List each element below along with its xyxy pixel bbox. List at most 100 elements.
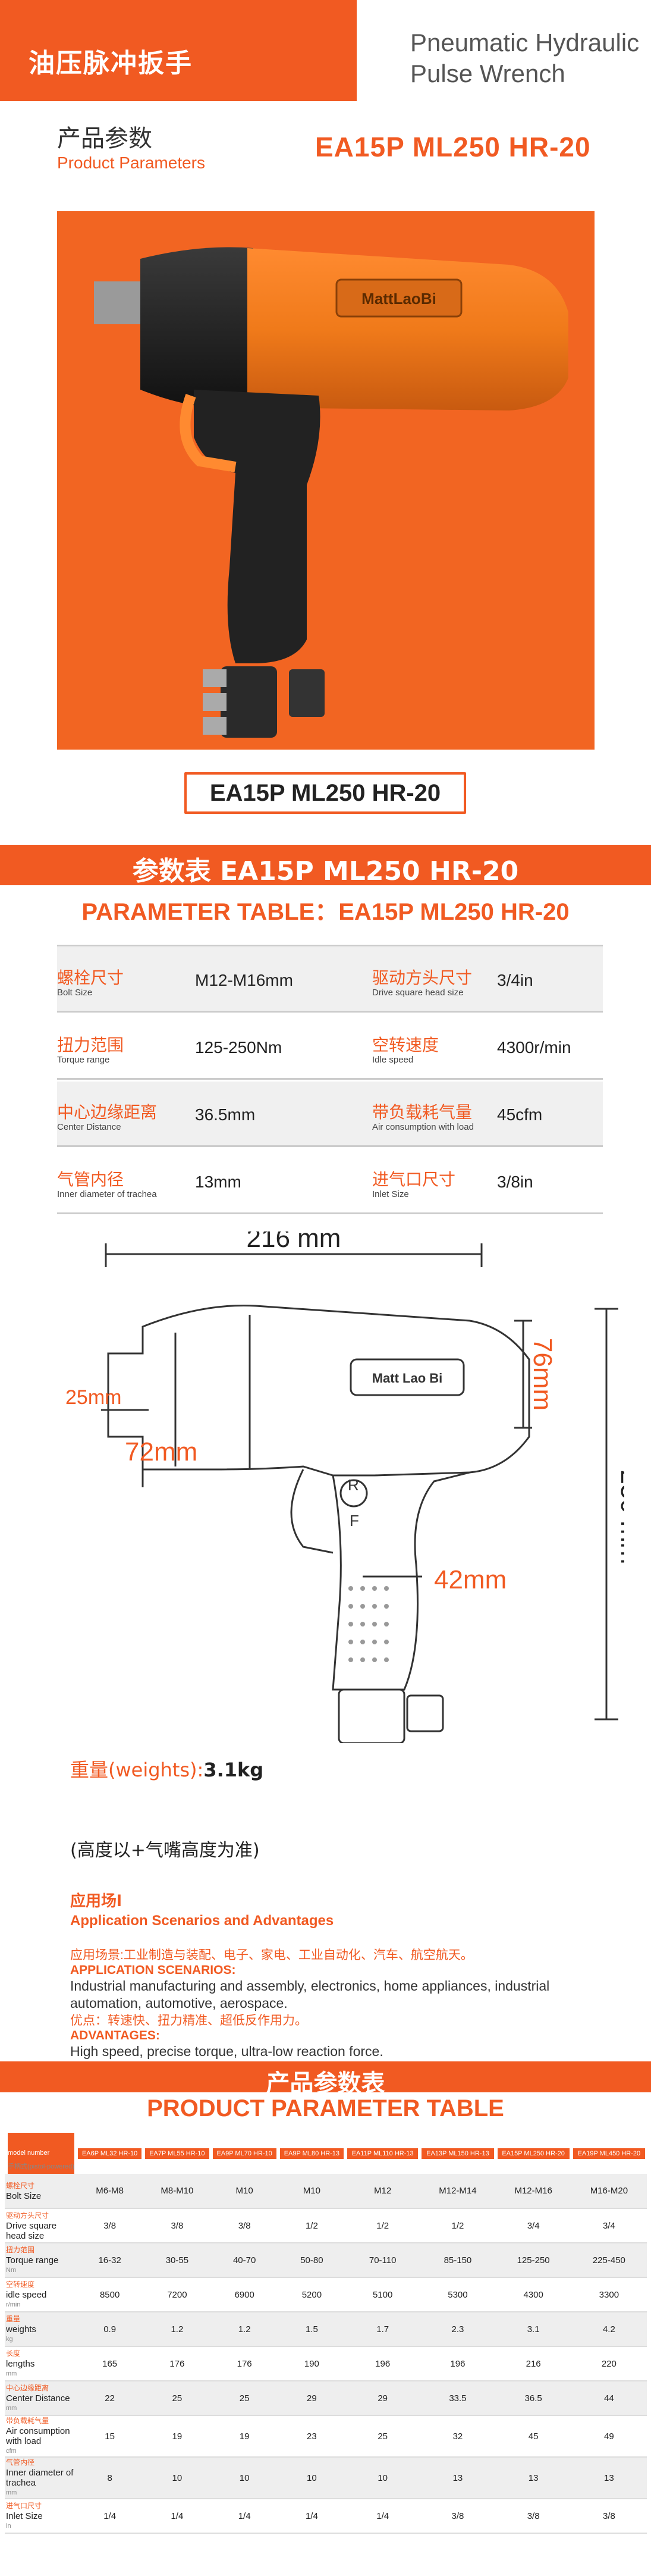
- model-header-cell: EA9P ML80 HR-13: [278, 2133, 345, 2174]
- table-cell: 50-80: [278, 2243, 345, 2278]
- table-cell: 125-250: [495, 2243, 571, 2278]
- dimension-drawing-svg: 216 mm 230 mm 76mm 25mm 72mm 42mm R F Ma…: [65, 1224, 644, 1744]
- table-cell: 3/8: [571, 2499, 647, 2534]
- table-cell: 10: [345, 2457, 420, 2499]
- drawing-brand-plate: [350, 1358, 465, 1396]
- table-cell: 5100: [345, 2277, 420, 2312]
- model-name: EA11P ML110 HR-13: [347, 2148, 419, 2159]
- table-cell: 16-32: [76, 2243, 144, 2278]
- row-label-cn: 气管内径: [6, 2458, 35, 2467]
- table-cell: 1/2: [278, 2208, 345, 2243]
- model-header-cell: EA15P ML250 HR-20: [496, 2133, 571, 2174]
- row-label-cn: 中心边缘距离: [6, 2383, 49, 2392]
- grip-texture: [348, 1586, 389, 1662]
- table-cell: 10: [143, 2457, 211, 2499]
- brand-plate: [335, 278, 463, 318]
- weight-line: 重量(weights):3.1kg: [70, 1755, 263, 1782]
- regulator-knob: [289, 669, 325, 717]
- param-table-band: 参数表 EA15P ML250 HR-20: [0, 845, 651, 886]
- param-table-top-rule: [57, 945, 603, 947]
- model-name: EA15P ML250 HR-20: [497, 2148, 570, 2159]
- scenarios-cn: 应用场景:工业制造与装配、电子、家电、工业自动化、汽车、航空航天。: [70, 1948, 473, 1962]
- row-label-cn: 空转速度: [6, 2280, 35, 2289]
- table-cell: 85-150: [420, 2243, 496, 2278]
- table-cell: 3.1: [495, 2312, 571, 2347]
- param-label-cn: 螺栓尺寸: [57, 968, 124, 988]
- drawing-grip: [332, 1471, 470, 1691]
- table-cell: 1/2: [420, 2208, 496, 2243]
- table-cell: 3/8: [143, 2208, 211, 2243]
- table-cell: 30-55: [143, 2243, 211, 2278]
- drawing-air-inlet: [338, 1688, 405, 1744]
- table-cell: 29: [345, 2381, 420, 2416]
- table-cell: 165: [76, 2346, 144, 2381]
- row-label-en: Air consumption with load: [6, 2426, 70, 2446]
- row-label-unit: Nm: [6, 2266, 17, 2274]
- param-value: 3/8in: [497, 1173, 533, 1191]
- model-header-cell: EA9P ML70 HR-10: [211, 2133, 278, 2174]
- brand-plate-text: MattLaoBi: [361, 290, 436, 308]
- header-title-en: Pneumatic Hydraulic Pulse Wrench: [410, 27, 639, 89]
- row-label-cn: 长度: [6, 2349, 21, 2358]
- table-cell: 4300: [495, 2277, 571, 2312]
- table-cell: 1.7: [345, 2312, 420, 2347]
- table-cell: 25: [345, 2415, 420, 2458]
- table-cell: 6900: [210, 2277, 278, 2312]
- table-cell: 40-70: [210, 2243, 278, 2278]
- table-cell: 22: [76, 2381, 144, 2416]
- table-cell: 13: [495, 2457, 571, 2499]
- table-cell: 220: [571, 2346, 647, 2381]
- table-cell: 1/4: [76, 2499, 144, 2534]
- table-cell: M16-M20: [571, 2174, 647, 2209]
- table-cell: 1.2: [210, 2312, 278, 2347]
- row-label-en: Drive square head size: [6, 2220, 57, 2241]
- model-label-sub: 手柄式(pistol-powered): [8, 2160, 74, 2174]
- photo-caption-box: EA15P ML250 HR-20: [184, 772, 466, 814]
- row-label-cn: 扭力范围: [6, 2245, 35, 2254]
- model-header-cell: EA11P ML110 HR-13: [345, 2133, 420, 2174]
- table-cell: 5200: [278, 2277, 345, 2312]
- param-value: 125-250Nm: [195, 1038, 282, 1057]
- hammer-housing-shape: [140, 247, 253, 409]
- table-cell: 15: [76, 2415, 144, 2458]
- drawing-trigger-guard: [290, 1469, 334, 1554]
- table-cell: M10: [210, 2174, 278, 2209]
- table-cell: 29: [278, 2381, 345, 2416]
- header-title-cn: 油压脉冲扳手: [29, 48, 193, 79]
- row-label-en: Bolt Size: [6, 2190, 42, 2201]
- param-label-cn: 气管内径: [57, 1170, 124, 1189]
- table-cell: 25: [143, 2381, 211, 2416]
- param-value: 4300r/min: [497, 1038, 571, 1057]
- dim-height-label: 230 mm: [615, 1470, 624, 1565]
- param-row: 扭力范围 Torque range 125-250Nm 空转速度 Idle sp…: [57, 1014, 603, 1080]
- row-label-unit: mm: [6, 2489, 17, 2496]
- model-header-cell: EA13P ML150 HR-13: [420, 2133, 495, 2174]
- scenarios-heading: APPLICATION SCENARIOS:: [70, 1963, 236, 1977]
- square-drive-shape: [94, 281, 141, 324]
- pistol-grip-shape: [194, 390, 320, 663]
- trigger-guard-shape: [180, 393, 237, 472]
- table-cell: 13: [420, 2457, 496, 2499]
- row-label-cn: 驱动方头尺寸: [6, 2211, 49, 2220]
- application-title-en: Application Scenarios and Advantages: [70, 1913, 334, 1929]
- param-label-en: Bolt Size: [57, 988, 93, 998]
- weight-label: 重量(weights):: [70, 1759, 204, 1781]
- model-name: EA6P ML32 HR-10: [78, 2148, 142, 2159]
- row-label-cn: 螺栓尺寸: [6, 2181, 35, 2190]
- reverse-button-circle: [339, 1479, 368, 1508]
- header-title-en-line1: Pneumatic Hydraulic: [410, 29, 640, 57]
- row-label-unit: kg: [6, 2335, 13, 2343]
- table-cell: 1/4: [210, 2499, 278, 2534]
- model-name: EA15P ML250 HR-20: [315, 131, 591, 162]
- param-label-cn: 驱动方头尺寸: [372, 968, 473, 988]
- table-cell: 1/2: [345, 2208, 420, 2243]
- table-cell: 70-110: [345, 2243, 420, 2278]
- motor-body-shape: [247, 248, 568, 410]
